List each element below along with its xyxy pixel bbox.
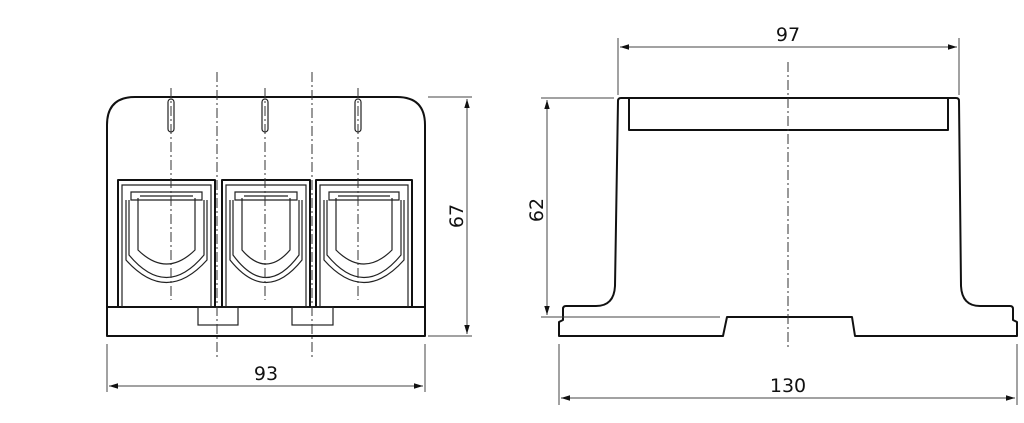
front-base — [106, 306, 426, 337]
pocket-contour — [221, 179, 311, 307]
pocket-contour — [323, 200, 405, 283]
pocket-contour — [232, 200, 300, 279]
dimension-97-label: 97 — [776, 24, 800, 46]
pocket-contour — [225, 184, 307, 307]
side-body-outline — [558, 97, 1018, 337]
pocket-contour — [326, 200, 402, 278]
front-body-outline — [106, 96, 426, 308]
dimension-97: 97 — [617, 24, 960, 95]
dimension-67-label: 67 — [446, 204, 468, 228]
pocket-contour — [117, 179, 216, 307]
pocket-contour — [319, 184, 409, 307]
pocket-contour — [241, 198, 291, 265]
pocket-contour — [335, 198, 393, 265]
terminal-pocket — [117, 179, 216, 307]
dimension-130: 130 — [558, 344, 1018, 405]
dimension-62-label: 62 — [526, 198, 548, 222]
front-view: 67 93 — [106, 72, 472, 392]
pocket-contour — [328, 191, 400, 201]
pocket-contour — [234, 191, 298, 201]
pocket-contour — [128, 200, 205, 278]
front-center-lines — [170, 72, 359, 358]
pocket-contour — [130, 191, 203, 201]
dimension-67: 67 — [428, 96, 472, 337]
pocket-contour — [125, 200, 208, 283]
side-view: 97 62 130 — [526, 24, 1018, 405]
dimension-62: 62 — [526, 97, 720, 318]
pocket-contour — [121, 184, 212, 307]
terminal-pocket — [221, 179, 311, 307]
pocket-contour — [137, 198, 196, 265]
front-pockets — [117, 179, 413, 307]
dimension-130-label: 130 — [770, 375, 806, 397]
pocket-contour — [315, 179, 413, 307]
dimension-93: 93 — [106, 344, 426, 392]
front-tab-left — [197, 306, 239, 326]
pocket-contour — [229, 200, 303, 283]
terminal-pocket — [315, 179, 413, 307]
dimension-93-label: 93 — [254, 363, 278, 385]
